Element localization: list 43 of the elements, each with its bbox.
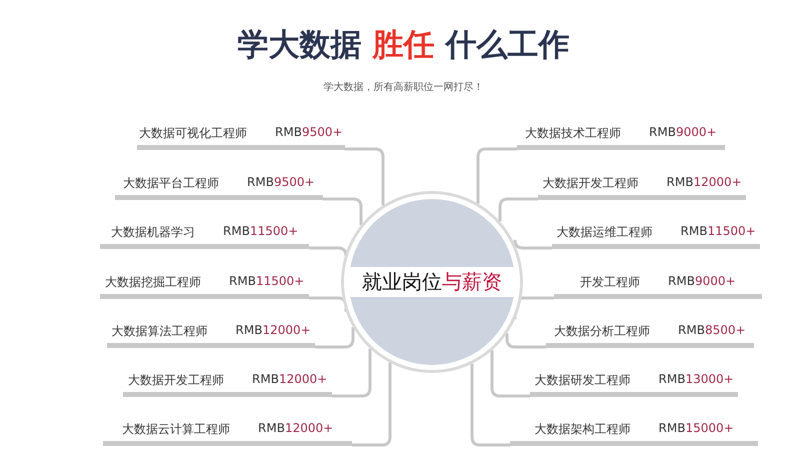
job-title: 大数据开发工程师 (128, 372, 224, 389)
subtitle: 学大数据，所有高薪职位一网打尽！ (322, 80, 484, 94)
job-title: 大数据研发工程师 (534, 372, 630, 389)
connector-line (498, 198, 538, 222)
salary-text: RMB9500+ (275, 125, 343, 139)
salary-text: RMB12000+ (252, 372, 328, 386)
job-title: 大数据运维工程师 (556, 224, 652, 241)
salary-text: RMB11500+ (229, 274, 304, 288)
salary-text: RMB9000+ (668, 274, 736, 288)
job-title: 大数据机器学习 (111, 224, 195, 241)
job-title: 大数据开发工程师 (542, 175, 638, 192)
job-title: 大数据架构工程师 (534, 421, 630, 438)
salary-text: RMB15000+ (658, 421, 734, 435)
job-title: 大数据算法工程师 (112, 323, 208, 340)
connector-line (323, 198, 362, 226)
connector-line (345, 148, 384, 206)
salary-text: RMB9500+ (247, 175, 315, 189)
job-title: 大数据可视化工程师 (139, 125, 247, 142)
salary-text: RMB11500+ (223, 224, 298, 238)
job-title: 开发工程师 (580, 274, 640, 291)
salary-text: RMB12000+ (666, 175, 742, 189)
connector-line (476, 148, 517, 204)
job-title: 大数据平台工程师 (123, 175, 219, 192)
connector-line (309, 246, 348, 258)
job-title: 大数据分析工程师 (554, 323, 650, 340)
circle-label: 就业岗位与薪资 (361, 268, 503, 296)
job-title: 大数据技术工程师 (525, 125, 621, 142)
connector-line (332, 348, 372, 398)
connector-line (352, 362, 392, 446)
salary-text: RMB11500+ (680, 224, 756, 238)
connector-line (506, 334, 546, 348)
job-title: 大数据云计算工程师 (122, 421, 230, 438)
connector-line (490, 350, 530, 398)
salary-text: RMB9000+ (649, 125, 717, 139)
salary-text: RMB12000+ (236, 323, 311, 337)
connector-line (470, 364, 510, 446)
salary-text: RMB13000+ (658, 372, 734, 386)
job-title: 大数据挖掘工程师 (105, 274, 201, 291)
connector-line (315, 327, 354, 348)
salary-text: RMB8500+ (678, 323, 746, 337)
title: 学大数据 胜任 什么工作 (236, 26, 570, 65)
connector-line (514, 238, 552, 250)
salary-text: RMB12000+ (258, 421, 334, 435)
